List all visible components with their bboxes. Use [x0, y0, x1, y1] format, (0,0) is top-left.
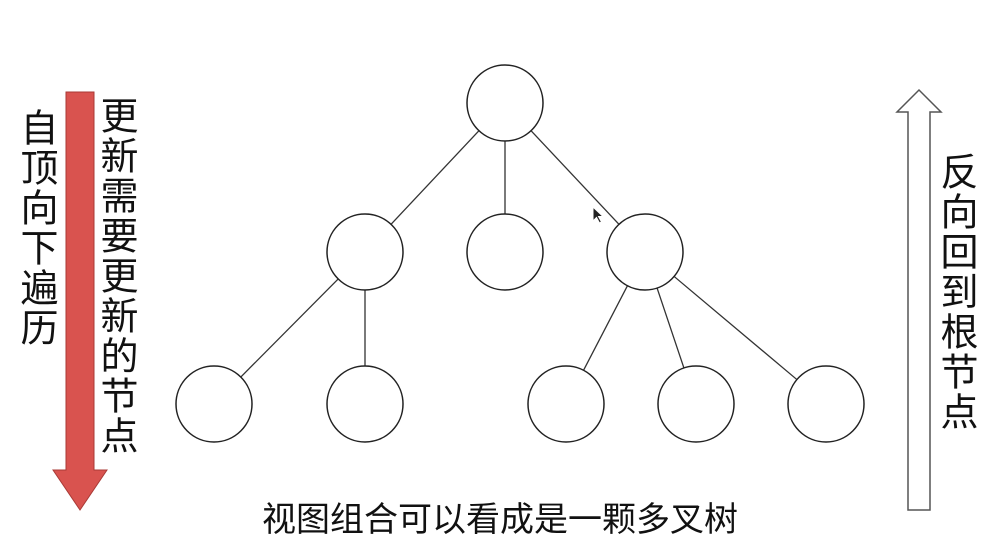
tree-nodes — [175, 64, 865, 443]
down-arrow-icon — [52, 91, 108, 511]
tree-node-mid-left — [326, 213, 404, 291]
tree-edge — [530, 130, 620, 225]
up-arrow-icon — [895, 88, 943, 511]
tree-node-root — [466, 64, 544, 142]
tree-edges — [240, 130, 798, 381]
top-down-traversal-label: 自顶向下遍历 — [14, 108, 58, 348]
tree-edge — [240, 278, 339, 378]
tree-node-leaf-1 — [175, 365, 253, 443]
tree-edge — [582, 285, 629, 371]
mouse-cursor-icon — [592, 206, 605, 224]
tree-node-leaf-5 — [787, 365, 865, 443]
diagram-caption: 视图组合可以看成是一颗多叉树 — [262, 500, 738, 540]
tree-node-leaf-3 — [527, 365, 605, 443]
tree-node-mid-right — [606, 213, 684, 291]
tree-node-mid-center — [466, 213, 544, 291]
tree-edge — [656, 287, 685, 369]
tree-edge — [390, 130, 480, 225]
update-nodes-label: 更新需要更新的节点 — [94, 96, 138, 456]
tree-edge — [673, 275, 798, 381]
tree-node-leaf-4 — [657, 365, 735, 443]
tree-node-leaf-2 — [326, 365, 404, 443]
return-to-root-label: 反向回到根节点 — [934, 152, 978, 432]
